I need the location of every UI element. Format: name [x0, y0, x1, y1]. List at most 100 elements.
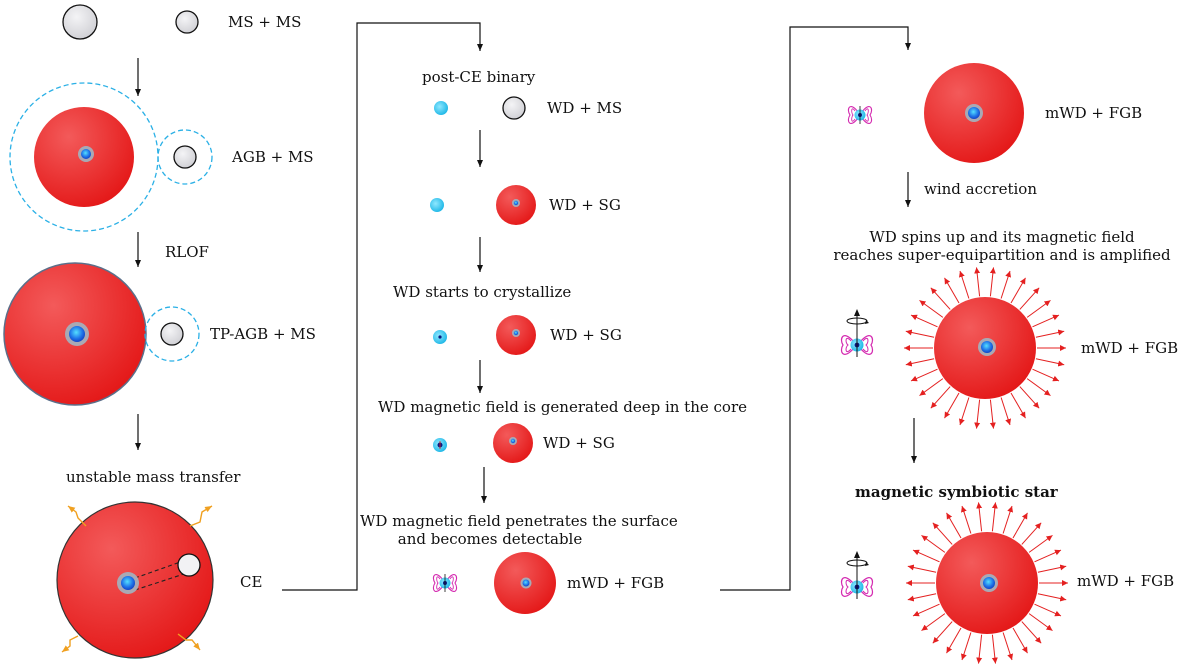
outflow-arrow: [1002, 505, 1014, 534]
outflow-arrow: [1028, 613, 1053, 632]
subgiant-core-inner: [513, 200, 519, 206]
outflow-arrow: [1026, 378, 1051, 397]
outflow-arrow: [1012, 512, 1028, 539]
label-magnetic-symbiotic-star: magnetic symbiotic star: [855, 483, 1058, 501]
outflow-arrow: [930, 287, 951, 310]
label-wd-crystallize: WD starts to crystallize: [393, 283, 572, 301]
fgb-core-inner: [981, 341, 993, 353]
outflow-arrow: [958, 397, 970, 426]
label-mwd-fgb: mWD + FGB: [1077, 572, 1175, 590]
wind-outflow-arrows: [906, 502, 1068, 664]
label-wd-sg: WD + SG: [543, 434, 615, 452]
outflow-arrow: [905, 358, 935, 367]
magnetic-white-dwarf-icon: [432, 573, 458, 593]
label-ce: CE: [240, 573, 263, 591]
label-wd-sg: WD + SG: [549, 196, 621, 214]
ce-link-line: [134, 571, 191, 591]
outflow-arrow: [1026, 299, 1051, 318]
outflow-arrow: [976, 502, 983, 532]
outflow-arrow: [1037, 593, 1067, 602]
outflow-arrow: [1028, 534, 1053, 553]
label-line: reaches super-equipartition and is ampli…: [833, 246, 1171, 264]
outflow-arrow: [1000, 397, 1012, 426]
label-wd-sg: WD + SG: [550, 326, 622, 344]
outflow-arrow: [1002, 632, 1014, 661]
outflow-arrow: [1032, 314, 1060, 328]
outflow-arrow: [944, 392, 960, 419]
label-agb-ms: AGB + MS: [232, 148, 314, 166]
outflow-arrow: [907, 593, 937, 602]
tp-agb-core-inner: [69, 326, 85, 342]
label-rlof: RLOF: [165, 243, 209, 261]
label-wind-accretion: wind accretion: [924, 180, 1037, 198]
ms-star-companion: [173, 145, 197, 169]
outflow-arrow: [1032, 368, 1060, 382]
outflow-arrow: [960, 505, 972, 534]
outflow-arrow: [932, 522, 953, 545]
outflow-arrow: [946, 512, 962, 539]
outflow-arrow: [974, 399, 981, 429]
outflow-arrow: [905, 329, 935, 338]
outflow-arrow: [1021, 621, 1042, 644]
agb-core-inner: [81, 149, 91, 159]
ms-star-primary: [62, 4, 98, 40]
outflow-arrow: [944, 277, 960, 304]
outflow-arrow: [910, 368, 938, 382]
subgiant-core-inner: [513, 330, 519, 336]
ce-link-line: [134, 559, 187, 579]
label-line: and becomes detectable: [397, 530, 583, 548]
roche-lobe-secondary: [144, 306, 200, 362]
ms-star-secondary: [175, 10, 199, 34]
fgb-core-inner: [522, 579, 530, 587]
label-line: WD magnetic field penetrates the surface: [360, 512, 678, 530]
outflow-arrow: [1010, 277, 1026, 304]
fgb-core-inner: [983, 577, 995, 589]
spinning-magnetic-white-dwarf-icon: [840, 551, 874, 599]
outflow-arrow: [1000, 270, 1012, 299]
label-wd-field-generated: WD magnetic field is generated deep in t…: [378, 398, 747, 416]
label-wd-field-penetrates: WD magnetic field penetrates the surface…: [360, 512, 678, 548]
label-ms-ms: MS + MS: [228, 13, 302, 31]
magnetic-white-dwarf-icon: [847, 105, 873, 125]
label-wd-ms: WD + MS: [547, 99, 623, 117]
spinning-magnetic-white-dwarf-icon: [840, 309, 874, 357]
wind-outflow-arrows: [904, 267, 1066, 429]
outflow-arrow: [991, 634, 998, 664]
outflow-arrow: [932, 621, 953, 644]
outflow-arrow: [907, 564, 937, 573]
ce-core-inner: [121, 576, 135, 590]
outflow-arrow: [1010, 392, 1026, 419]
subgiant-core-inner: [510, 438, 516, 444]
white-dwarf: [434, 101, 448, 115]
crystal-core: [438, 335, 442, 339]
outflow-arrow: [912, 603, 940, 617]
connector-line: [720, 26, 911, 591]
label-mwd-fgb: mWD + FGB: [1081, 339, 1179, 357]
outflow-arrow: [1034, 603, 1062, 617]
ejecta-arrow: [177, 633, 201, 651]
outflow-arrow: [1037, 564, 1067, 573]
outflow-arrow: [1019, 386, 1040, 409]
ejecta-arrow: [189, 505, 213, 527]
ce-companion: [177, 553, 201, 577]
label-post-ce-binary: post-CE binary: [422, 68, 536, 86]
outflow-arrow: [958, 270, 970, 299]
outflow-arrow: [976, 634, 983, 664]
outflow-arrow: [912, 549, 940, 563]
outflow-arrow: [1021, 522, 1042, 545]
white-dwarf: [430, 198, 444, 212]
outflow-arrow: [974, 267, 981, 297]
outflow-arrow: [991, 502, 998, 532]
outflow-arrow: [1035, 329, 1065, 338]
outflow-arrow: [910, 314, 938, 328]
ejecta-arrow: [67, 505, 87, 527]
label-unstable-mass-transfer: unstable mass transfer: [66, 468, 241, 486]
outflow-arrow: [960, 632, 972, 661]
connector-line: [282, 22, 483, 591]
outflow-arrow: [919, 299, 944, 318]
fgb-core-inner: [968, 107, 980, 119]
label-mwd-fgb: mWD + FGB: [1045, 104, 1143, 122]
outflow-arrow: [919, 378, 944, 397]
label-mwd-fgb: mWD + FGB: [567, 574, 665, 592]
